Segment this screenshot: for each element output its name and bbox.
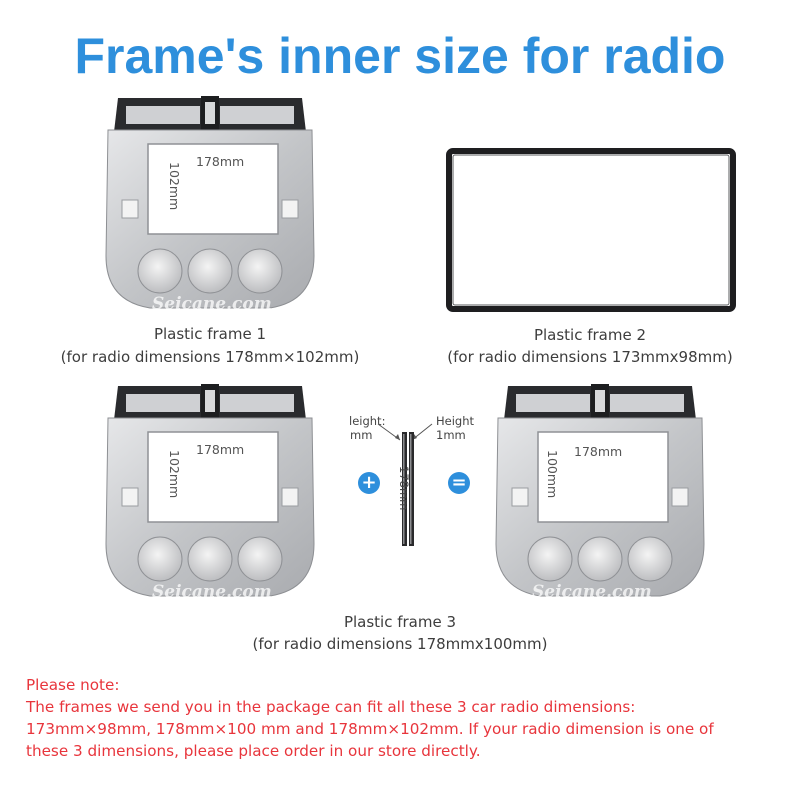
frame-3-left-watermark: Seicane.com	[152, 582, 272, 602]
frame-2-dimensions: (for radio dimensions 173mmx98mm)	[447, 348, 733, 366]
frame-1-image: 178mm 102mm Seicane.com	[105, 96, 315, 314]
frame-3-right-image: 178mm 100mm Seicane.com	[495, 384, 705, 602]
strip-length-label: 178mm	[397, 466, 411, 511]
frame-3-left-width-label: 178mm	[196, 442, 244, 457]
note-line-2: 173mm×98mm, 178mm×100 mm and 178mm×102mm…	[26, 720, 714, 738]
note-line-3: these 3 dimensions, please place order i…	[26, 742, 481, 760]
frame-3-name: Plastic frame 3	[343, 613, 457, 631]
frame-1-height-label: 102mm	[167, 162, 182, 210]
frame-3-left-image: 178mm 102mm Seicane.com	[105, 384, 315, 602]
frame-3-dimensions: (for radio dimensions 178mmx100mm)	[252, 635, 548, 653]
frame-2-name: Plastic frame 2	[533, 326, 647, 344]
strip-right-label-line2: 1mm	[436, 428, 466, 442]
frame-3-right-watermark: Seicane.com	[532, 582, 652, 602]
strip-right-label-line1: Height	[436, 414, 475, 428]
plus-icon: +	[358, 472, 380, 494]
strip-left-label-line1: leight:	[349, 414, 386, 428]
note-block: Please note: The frames we send you in t…	[26, 674, 786, 762]
frame-1-dimensions: (for radio dimensions 178mm×102mm)	[60, 348, 360, 366]
note-heading: Please note:	[26, 676, 120, 694]
equals-icon: =	[448, 472, 470, 494]
note-line-1: The frames we send you in the package ca…	[26, 698, 636, 716]
strip-left-label-line2: mm	[350, 428, 373, 442]
frame-3-right-width-label: 178mm	[574, 444, 622, 459]
frame-1-name: Plastic frame 1	[153, 325, 267, 343]
frame-1-width-label: 178mm	[196, 154, 244, 169]
spacer-strips-image	[377, 423, 433, 546]
frame-2-image	[446, 148, 736, 312]
frame-3-left-height-label: 102mm	[167, 450, 182, 498]
page-title: Frame's inner size for radio	[74, 28, 726, 84]
frame-3-right-height-label: 100mm	[545, 450, 560, 498]
frame-1-watermark: Seicane.com	[152, 294, 272, 314]
